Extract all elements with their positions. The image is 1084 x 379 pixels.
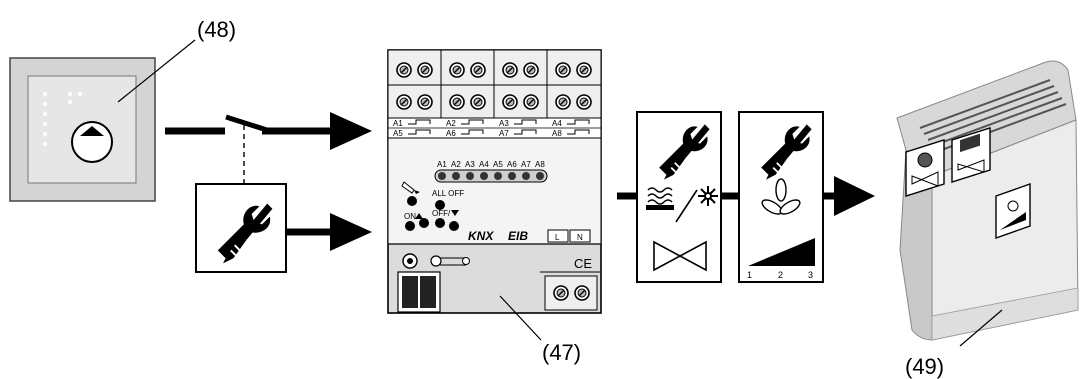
led-label: A1	[437, 160, 447, 169]
channel-label: A2	[446, 119, 456, 128]
callout-48: (48)	[197, 17, 236, 42]
on-button[interactable]	[405, 221, 415, 231]
setpoint-knob[interactable]	[71, 121, 113, 163]
knx-logo: KNX	[468, 229, 494, 243]
manual-button[interactable]	[407, 196, 417, 206]
channel-label: A3	[499, 119, 509, 128]
off-button-2[interactable]	[449, 221, 459, 231]
channel-label: A8	[552, 129, 562, 138]
fcu-heat-cool-sticker	[905, 139, 945, 197]
programming-button[interactable]	[402, 253, 418, 269]
manual-mode-icon	[401, 181, 420, 194]
valve-control-panel	[636, 111, 722, 283]
off-button[interactable]	[435, 218, 445, 228]
on-label: ON	[404, 212, 416, 221]
programming-led	[430, 255, 470, 267]
all-off-button[interactable]	[435, 200, 445, 210]
channel-label: A4	[552, 119, 562, 128]
off-label: OFF/	[432, 209, 451, 218]
fan-coil-unit	[896, 60, 1079, 347]
fan-icon	[761, 178, 801, 215]
callout-49: (49)	[905, 354, 944, 379]
channel-labels-top: A1 A2 A3 A4	[393, 119, 590, 128]
valve-icon	[653, 240, 707, 272]
power-terminals	[544, 275, 598, 311]
ce-mark: CE	[574, 256, 592, 271]
switch-contact-icon	[165, 112, 372, 183]
speed-label: 2	[778, 270, 783, 280]
leader-49	[959, 309, 1003, 347]
fan-control-panel: 1 2 3	[738, 111, 824, 283]
fcu-fan-sticker	[995, 183, 1031, 239]
arrow-right-icon	[330, 213, 372, 251]
terminal-blocks	[387, 49, 602, 121]
eib-logo: EIB	[508, 229, 528, 243]
led-label: A2	[451, 160, 461, 169]
channel-label: A5	[393, 129, 403, 138]
controller-leds	[43, 92, 82, 146]
led-label: A7	[521, 160, 531, 169]
leader-48	[117, 39, 196, 103]
bus-connector	[397, 271, 441, 313]
snowflake-icon	[698, 186, 718, 206]
status-leds	[434, 169, 548, 183]
led-label: A4	[479, 160, 489, 169]
led-label: A5	[493, 160, 503, 169]
callout-47: (47)	[542, 340, 581, 365]
heating-icon	[646, 187, 674, 210]
channel-labels-bottom: A5 A6 A7 A8	[393, 129, 590, 138]
led-labels: A1 A2 A3 A4 A5 A6 A7 A8	[437, 160, 545, 169]
led-label: A6	[507, 160, 517, 169]
leader-47	[499, 295, 542, 341]
fcu-heating-sticker	[951, 127, 991, 183]
tools-box-left	[195, 183, 372, 273]
arrow-right-icon	[823, 176, 875, 216]
room-controller	[9, 39, 196, 202]
led-label: A8	[535, 160, 545, 169]
channel-label: A6	[446, 129, 456, 138]
speed-label: 3	[808, 270, 813, 280]
speed-label: 1	[747, 270, 752, 280]
up-triangle-icon	[415, 213, 423, 219]
terminal-n-label: N	[577, 233, 583, 242]
knx-actuator: A1 A2 A3 A4 A5 A6 A7 A8 A1 A2 A3 A4 A5 A…	[387, 49, 602, 341]
fan-speed-ramp-icon	[748, 238, 815, 266]
on-button-2[interactable]	[419, 218, 429, 228]
channel-label: A7	[499, 129, 509, 138]
all-off-label: ALL OFF	[432, 189, 464, 198]
terminal-l-label: L	[555, 233, 560, 242]
led-label: A3	[465, 160, 475, 169]
down-triangle-icon	[451, 210, 459, 216]
channel-label: A1	[393, 119, 403, 128]
